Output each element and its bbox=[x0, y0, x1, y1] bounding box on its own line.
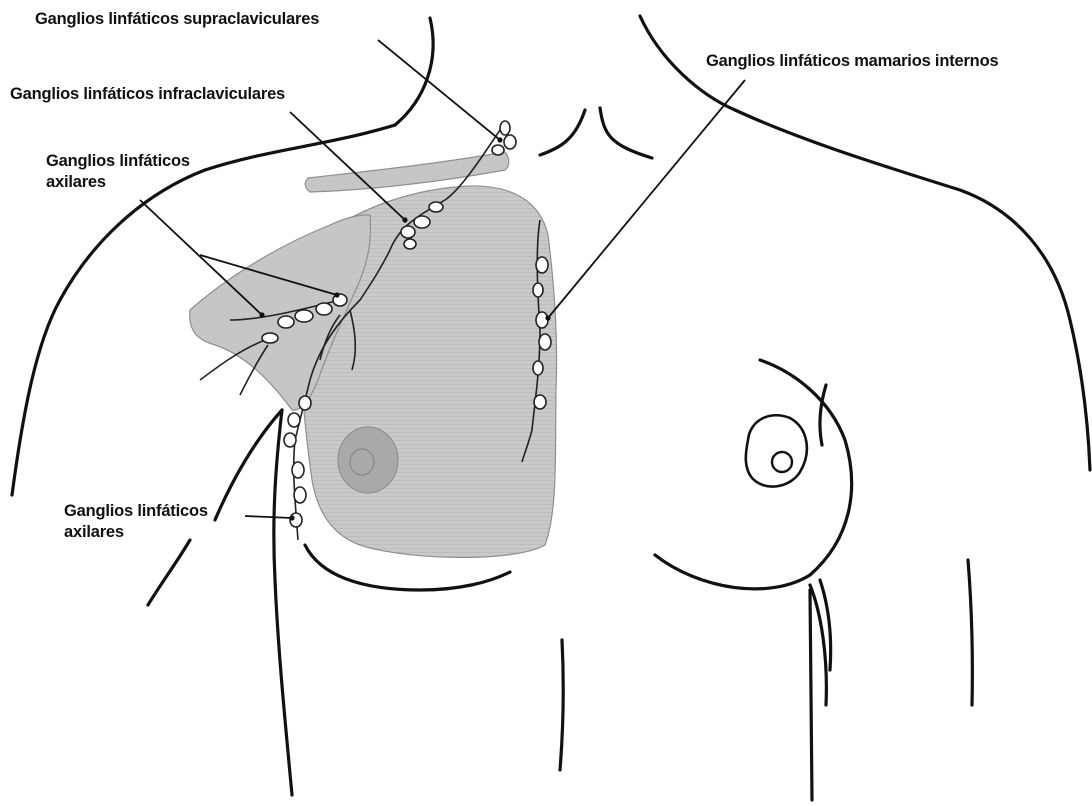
label-axillary-lower-line2: axilares bbox=[64, 522, 208, 543]
label-infraclavicular-nodes: Ganglios linfáticos infraclaviculares bbox=[10, 84, 285, 105]
label-axillary-nodes-lower: Ganglios linfáticos axilares bbox=[64, 501, 208, 543]
label-axillary-upper-line2: axilares bbox=[46, 172, 190, 193]
label-supraclavicular-text: Ganglios linfáticos supraclaviculares bbox=[35, 9, 319, 30]
label-internal-mammary-text: Ganglios linfáticos mamarios internos bbox=[706, 51, 998, 72]
areola bbox=[338, 427, 398, 493]
label-internal-mammary-nodes: Ganglios linfáticos mamarios internos bbox=[706, 51, 998, 72]
label-axillary-lower-line1: Ganglios linfáticos bbox=[64, 501, 208, 522]
label-axillary-nodes-upper: Ganglios linfáticos axilares bbox=[46, 151, 190, 193]
label-infraclavicular-text: Ganglios linfáticos infraclaviculares bbox=[10, 84, 285, 105]
label-axillary-upper-line1: Ganglios linfáticos bbox=[46, 151, 190, 172]
right-nipple bbox=[746, 415, 807, 486]
label-supraclavicular-nodes: Ganglios linfáticos supraclaviculares bbox=[35, 9, 319, 30]
